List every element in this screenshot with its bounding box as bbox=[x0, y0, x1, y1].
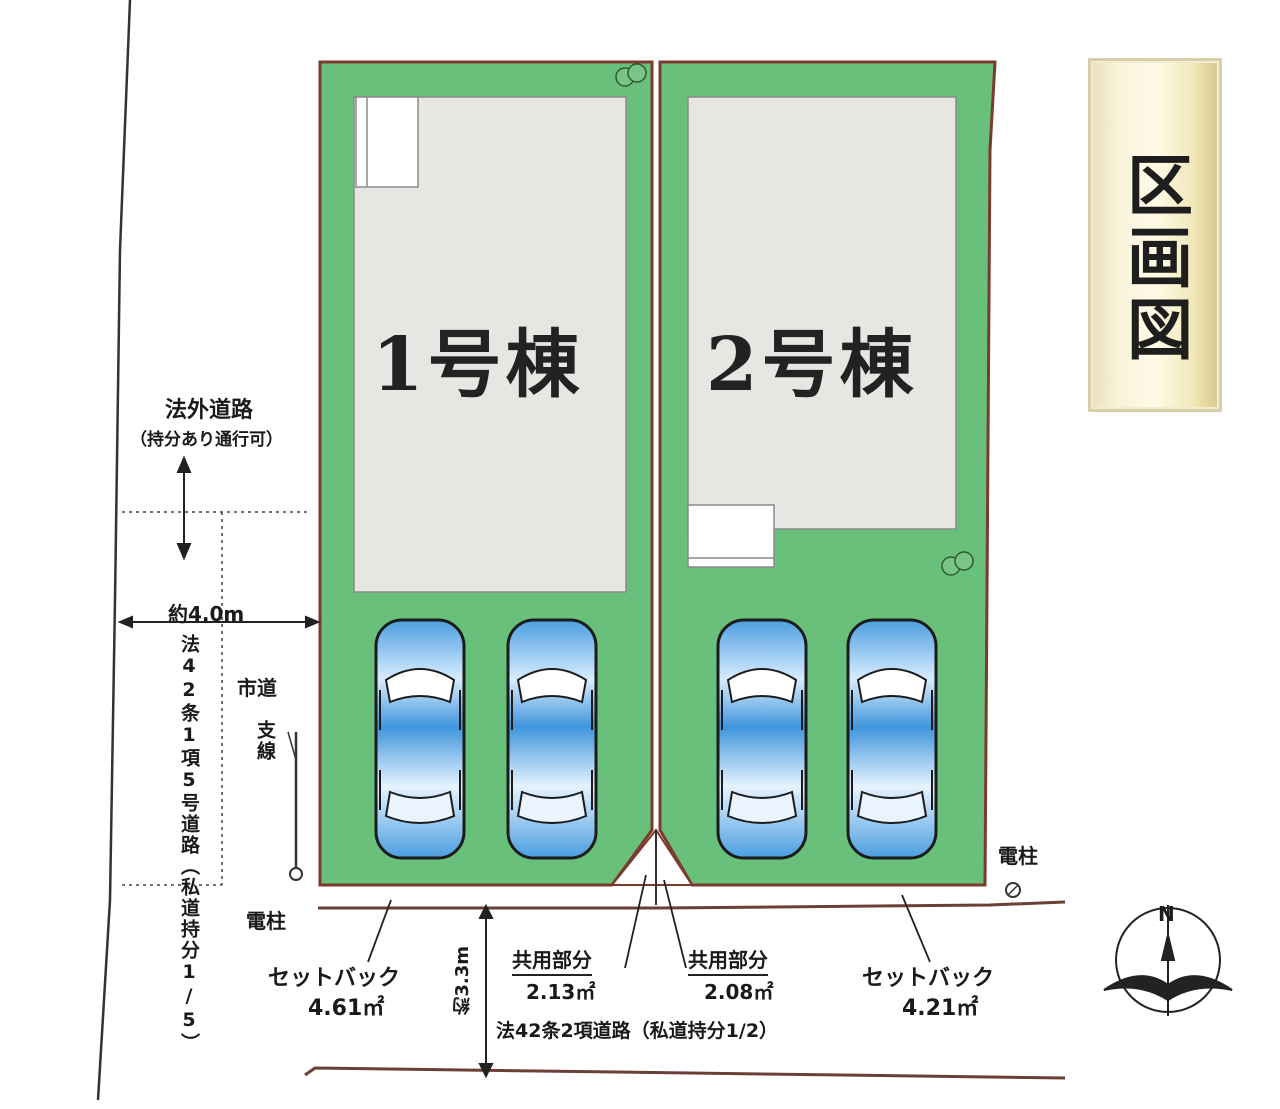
setback-left-area: 4.61㎡ bbox=[308, 996, 385, 1021]
city-road-label: 市道 bbox=[237, 676, 277, 700]
shared-area bbox=[609, 828, 694, 886]
road-edge-line bbox=[96, 0, 132, 1101]
bottom-road-width: 約3.3m bbox=[452, 946, 473, 1015]
setback-right-area: 4.21㎡ bbox=[902, 996, 979, 1021]
page-title: 区画図 bbox=[1116, 151, 1194, 367]
parking-area bbox=[374, 618, 938, 860]
road-width-arrow-bottom bbox=[478, 903, 494, 1079]
left-road-width: 約4.0m bbox=[168, 602, 245, 626]
shared-right-area: 2.08㎡ bbox=[704, 980, 774, 1004]
car-icon bbox=[846, 618, 938, 860]
building-1-porch bbox=[355, 96, 419, 188]
setback-right-label: セットバック bbox=[862, 966, 995, 991]
building-2 bbox=[687, 96, 957, 530]
car-icon bbox=[374, 618, 466, 860]
car-icon bbox=[506, 618, 598, 860]
shared-right-label: 共用部分 bbox=[688, 944, 768, 976]
lot-2-label: 2号棟 bbox=[706, 322, 918, 408]
setback-line bbox=[318, 900, 1066, 910]
building-1 bbox=[353, 96, 627, 593]
utility-pole-right-label: 電柱 bbox=[998, 844, 1038, 868]
bottom-road-type: 法42条2項道路（私道持分1/2） bbox=[496, 1020, 779, 1042]
compass-icon bbox=[1103, 905, 1233, 1016]
lot-1-label: 1号棟 bbox=[372, 322, 584, 408]
building-2-porch bbox=[687, 504, 775, 568]
shared-left-area: 2.13㎡ bbox=[526, 980, 596, 1004]
car-icon bbox=[716, 618, 808, 860]
road-lower-edge bbox=[304, 1066, 1066, 1080]
title-plaque: 区画図 bbox=[1088, 58, 1222, 412]
road-boundary-dotted bbox=[122, 511, 310, 886]
outside-law-road-note: （持分あり通行可） bbox=[130, 430, 283, 450]
utility-pole-left-label: 電柱 bbox=[246, 909, 286, 933]
left-road-type: 法42条1項5号道路（私道持分1/5） bbox=[178, 634, 200, 1054]
compass-north-label: N bbox=[1158, 902, 1175, 926]
shared-left-label: 共用部分 bbox=[512, 944, 592, 976]
outside-law-road-label: 法外道路 bbox=[165, 398, 254, 423]
utility-pole-icon bbox=[289, 867, 303, 881]
road-width-arrow-horizontal bbox=[117, 615, 321, 629]
road-width-arrow-vertical bbox=[176, 455, 192, 561]
setback-left-label: セットバック bbox=[268, 966, 401, 991]
guy-wire-label: 支線 bbox=[254, 720, 276, 762]
